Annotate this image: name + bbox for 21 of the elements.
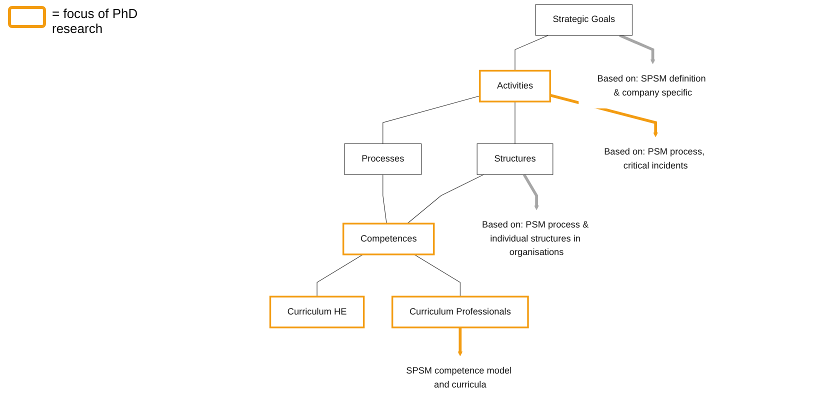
connector: [406, 174, 484, 224]
node-text: Based on: PSM process & individual structures in organisations: [482, 220, 589, 258]
node-box: Curriculum HE: [269, 296, 365, 328]
node-box: Activities: [479, 70, 551, 102]
arrow: [522, 174, 540, 210]
node-box: Strategic Goals: [535, 4, 632, 36]
legend-text: = focus of PhD research: [52, 6, 139, 36]
arrow: [619, 34, 656, 64]
connector: [382, 174, 387, 224]
connector: [514, 35, 548, 72]
node-box: Processes: [344, 143, 422, 175]
arrow: [458, 327, 463, 356]
connector: [414, 254, 460, 297]
node-box: Structures: [476, 143, 554, 175]
connector: [514, 101, 516, 144]
connector: [382, 96, 480, 144]
node-text: Based on: PSM process, critical incidents: [604, 147, 705, 171]
node-box: Curriculum Professionals: [391, 296, 529, 328]
node-text: SPSM competence model and curricula: [406, 366, 512, 390]
node-box: Competences: [342, 222, 435, 256]
connector: [316, 254, 364, 297]
